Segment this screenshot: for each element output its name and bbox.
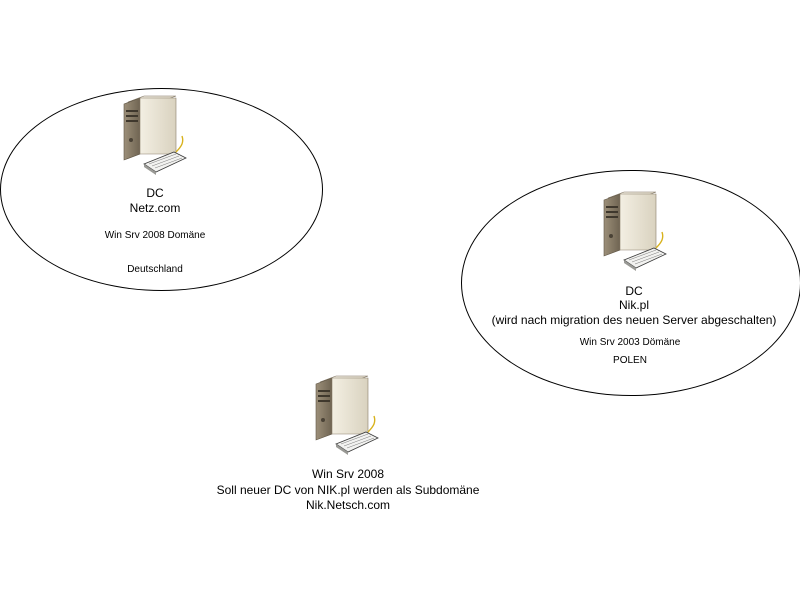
- germany-country-label: Deutschland: [127, 264, 183, 275]
- germany-domain-label: Netz.com: [129, 201, 181, 215]
- server-tower-icon: [312, 374, 384, 458]
- poland-role-label: DC: [625, 284, 643, 298]
- new-server-domain-label: Nik.Netsch.com: [305, 498, 391, 512]
- poland-note-label: (wird nach migration des neuen Server ab…: [491, 313, 777, 327]
- server-tower-icon: [600, 190, 672, 274]
- poland-country-label: POLEN: [613, 355, 647, 366]
- germany-domain-ellipse: [0, 88, 323, 291]
- germany-role-label: DC: [146, 186, 164, 200]
- poland-os-label: Win Srv 2003 Dömäne: [579, 337, 681, 348]
- new-server-note-label: Soll neuer DC von NIK.pl werden als Subd…: [216, 483, 480, 497]
- poland-domain-ellipse: [461, 170, 800, 396]
- server-tower-icon: [120, 94, 192, 178]
- new-server-os-label: Win Srv 2008: [311, 467, 385, 481]
- germany-os-label: Win Srv 2008 Domäne: [104, 230, 206, 241]
- poland-domain-label: Nik.pl: [618, 298, 650, 312]
